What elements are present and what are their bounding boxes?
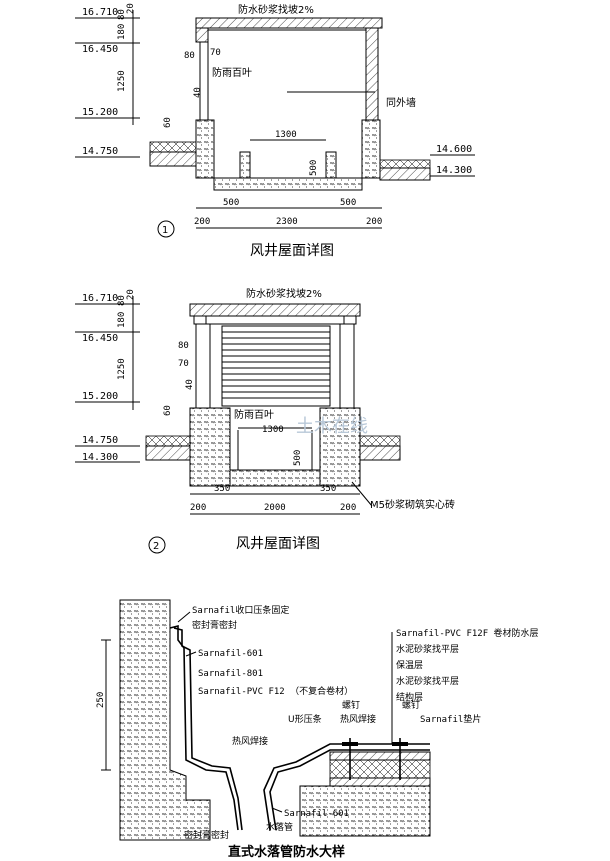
wall-label-1: 同外墙 [386, 96, 416, 109]
floor-2 [229, 469, 321, 487]
dim2-40: 40 [185, 379, 195, 390]
dim-80-h: 80 [184, 51, 195, 61]
louver-label-2: 防雨百叶 [234, 408, 274, 421]
label-layer-screed-2: 水泥砂浆找平层 [396, 675, 459, 687]
brick-label-2: M5砂浆砌筑实心砖 [370, 498, 455, 511]
floor-1 [213, 177, 363, 191]
dim-200-right: 200 [366, 217, 382, 227]
elev-16710: 16.710 [82, 7, 118, 18]
elevation-marks-1: 16.710 16.450 15.200 14.750 14.600 14.30… [75, 7, 475, 177]
elev2-16450: 16.450 [82, 333, 118, 344]
louver-label-1: 防雨百叶 [212, 66, 252, 79]
label-layer-insulation: 保温层 [396, 659, 423, 671]
title-1: 风井屋面详图 [250, 243, 334, 259]
dim2-80-h: 80 [178, 341, 189, 351]
detail-1: 16.710 16.450 15.200 14.750 14.600 14.30… [75, 3, 475, 259]
elev2-14750: 14.750 [82, 435, 118, 446]
label-layer-membrane: Sarnafil-PVC F12F 卷材防水层 [396, 627, 539, 639]
left-base-1 [195, 119, 215, 179]
left-base-2 [189, 407, 231, 487]
label-sarnafil-pvc-f12: Sarnafil-PVC F12 （不复合卷材） [198, 685, 353, 697]
dim2-1300: 1300 [262, 425, 284, 435]
label-screw-1: 螺钉 [342, 700, 360, 711]
structural-slab [299, 785, 431, 837]
watermark: 土木在线 [296, 416, 368, 437]
dim2-20-v: 20 [126, 289, 136, 300]
right-base-1 [361, 119, 381, 179]
elev-14300: 14.300 [436, 165, 472, 176]
dim2-1250-v: 1250 [117, 358, 127, 380]
vertical-dims-2: 80 20 180 1250 60 [117, 289, 173, 416]
label-sealant-top: 密封膏密封 [192, 619, 237, 631]
elev2-15200: 15.200 [82, 391, 118, 402]
dim-70: 70 [210, 48, 221, 58]
label-hot-air-weld-2: 热风焊接 [232, 735, 268, 747]
dim-180-v: 180 [117, 24, 127, 40]
roof-cap-2 [189, 303, 361, 317]
dim-200-left: 200 [194, 217, 210, 227]
title-3: 直式水落管防水大样 [228, 844, 345, 860]
label-sealant-bottom: 密封膏密封 [184, 829, 229, 841]
dim2-2000: 2000 [264, 503, 286, 513]
title-2: 风井屋面详图 [236, 536, 320, 552]
elevation-marks-2: 16.710 16.450 15.200 14.750 14.300 [75, 293, 140, 463]
label-layer-screed-1: 水泥砂浆找平层 [396, 643, 459, 655]
detail-number-circle-2 [148, 536, 166, 554]
parapet-wall [119, 599, 211, 841]
detail-3: 250 Sarnafil收口压条固定 密封膏密封 Sarnafil-601 Sa… [96, 599, 539, 860]
dim2-350-right: 350 [320, 484, 336, 494]
dim-80-v: 80 [117, 9, 127, 20]
dim-20-v: 20 [126, 3, 136, 14]
dim2-180-v: 180 [117, 312, 127, 328]
dim2-200-left: 200 [190, 503, 206, 513]
dim2-500-v: 500 [293, 450, 303, 466]
membrane-vertical [169, 624, 239, 831]
detail-number-2: 2 [153, 541, 159, 552]
dim-40: 40 [193, 87, 203, 98]
dim-1300: 1300 [275, 130, 297, 140]
slope-label-1: 防水砂浆找坡2% [238, 3, 314, 16]
elev2-16710: 16.710 [82, 293, 118, 304]
label-downpipe: 水落管 [266, 821, 293, 833]
right-wall-1 [365, 27, 379, 121]
dim-250: 250 [96, 692, 106, 708]
elev-15200: 15.200 [82, 107, 118, 118]
detail-number-1: 1 [162, 225, 168, 236]
dim2-350-left: 350 [214, 484, 230, 494]
dim-1250-v: 1250 [117, 70, 127, 92]
label-screw-2: 螺钉 [402, 700, 420, 711]
dim2-70: 70 [178, 359, 189, 369]
label-sarnafil-strip: Sarnafil收口压条固定 [192, 604, 289, 616]
label-layer-structure: 结构层 [396, 691, 423, 703]
dim2-60-v: 60 [163, 405, 173, 416]
elev2-14300: 14.300 [82, 452, 118, 463]
elev-14600: 14.600 [436, 144, 472, 155]
label-sarnafil-washer: Sarnafil垫片 [420, 713, 481, 725]
label-sarnafil-601-top: Sarnafil-601 [198, 649, 263, 659]
label-u-strip: U形压条 [288, 713, 322, 725]
detail-2: 16.710 16.450 15.200 14.750 14.300 80 20… [75, 287, 455, 554]
label-sarnafil-801: Sarnafil-801 [198, 669, 263, 679]
detail-number-circle-1 [157, 220, 175, 238]
vertical-dims-1: 80 20 180 1250 60 [117, 3, 173, 128]
louver-2 [221, 325, 331, 407]
dim-2300: 2300 [276, 217, 298, 227]
roof-cap-1 [195, 17, 383, 29]
dim2-80-v: 80 [117, 295, 127, 306]
dim-500-left: 500 [223, 198, 239, 208]
elev-14750: 14.750 [82, 146, 118, 157]
dim-500-right: 500 [340, 198, 356, 208]
slope-label-2: 防水砂浆找坡2% [246, 287, 322, 300]
elev-16450: 16.450 [82, 44, 118, 55]
dim-500-v: 500 [309, 160, 319, 176]
label-hot-air-weld-1: 热风焊接 [340, 713, 376, 725]
dim2-200-right: 200 [340, 503, 356, 513]
dim-60-v: 60 [163, 117, 173, 128]
insulation-layer [329, 759, 431, 779]
label-sarnafil-601-bottom: Sarnafil-601 [284, 809, 349, 819]
